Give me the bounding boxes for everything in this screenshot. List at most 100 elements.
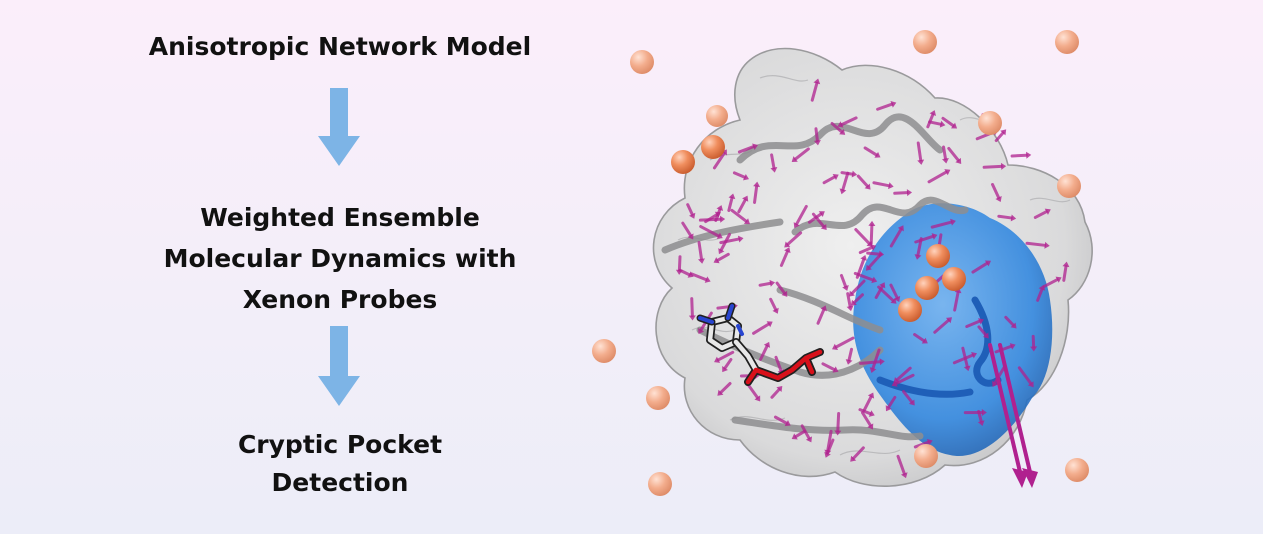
mode-vector (752, 322, 770, 335)
mode-vector-head (1062, 261, 1070, 268)
mode-vector-head (784, 241, 791, 248)
mode-vector-head (721, 149, 727, 156)
mode-vector (977, 325, 988, 337)
mode-vector (858, 246, 874, 255)
ribbon-cartoon (661, 113, 969, 441)
mode-vector-head (868, 410, 875, 417)
mode-vector (686, 203, 694, 216)
mode-vector (719, 381, 732, 394)
mode-vector-head (955, 157, 962, 164)
mode-vector (887, 395, 897, 409)
down-arrow-icon (318, 326, 360, 406)
mode-vector (1004, 315, 1015, 327)
mode-vector (913, 333, 926, 343)
mode-vector-head (781, 290, 788, 297)
mode-vector (697, 241, 703, 261)
mode-vector-head (1030, 346, 1038, 352)
mode-vector-head (1055, 276, 1062, 283)
mode-vector-head (698, 327, 705, 334)
mode-vector-head (995, 196, 1002, 203)
xenon-probe-pocket (926, 244, 950, 268)
mode-vector (699, 225, 720, 238)
mode-vector-head (1010, 322, 1017, 329)
mode-vector (941, 116, 955, 128)
mode-vector-head (871, 276, 878, 284)
mode-vector-head (742, 195, 749, 202)
mode-vector (846, 292, 852, 308)
mode-vector-head (766, 321, 773, 328)
mode-vector-head (1044, 241, 1050, 249)
mode-vector (1036, 287, 1044, 302)
xenon-probe (630, 50, 654, 74)
mode-vector-head (784, 247, 791, 254)
mode-vector-head (879, 358, 885, 366)
mode-vector-head (743, 173, 749, 181)
mode-vector (854, 228, 871, 245)
xenon-probe (706, 105, 728, 127)
mode-vector (1042, 278, 1059, 289)
mode-vector (994, 131, 1005, 143)
mode-vector-head (893, 295, 901, 302)
mode-vector-head (718, 248, 725, 255)
mode-vector (770, 153, 776, 170)
mode-vector-head (820, 305, 827, 312)
mode-vector (690, 272, 708, 282)
mode-vector (847, 347, 854, 362)
mode-vector (916, 141, 923, 162)
mode-vector (834, 336, 855, 349)
mode-vector-head (971, 351, 978, 359)
mode-vector-head (842, 284, 849, 291)
mode-vector-head (713, 257, 720, 264)
mode-vector (730, 208, 748, 223)
mode-vector-head (867, 392, 875, 399)
mode-vector-head (845, 359, 853, 365)
mode-vector (876, 102, 894, 111)
mode-vector (952, 353, 974, 365)
mode-vector-head (737, 235, 744, 243)
mode-vector-head (805, 436, 812, 443)
mode-vector-head (1010, 214, 1017, 222)
mode-vector-head (698, 258, 705, 264)
mode-vector (933, 319, 950, 334)
mode-vector (746, 383, 759, 399)
mode-vector-head (1000, 129, 1007, 136)
mode-vector-head (728, 193, 736, 200)
mode-vector (872, 181, 891, 188)
xenon-probe (646, 386, 670, 410)
mode-vector-head (813, 78, 821, 85)
mode-vector (714, 208, 722, 222)
protein-structure-figure (592, 30, 1093, 496)
mode-vector (839, 273, 847, 288)
mode-vector-head (848, 290, 855, 297)
xenon-probe (592, 339, 616, 363)
mode-vector-head (722, 366, 728, 373)
step-weighted-ensemble-label: Weighted Ensemble Molecular Dynamics wit… (163, 203, 517, 314)
mode-vector-head (743, 218, 750, 225)
mode-vector-head (851, 170, 858, 178)
mode-vector (930, 220, 953, 229)
mode-vector-head (824, 451, 831, 458)
mode-vector (795, 204, 808, 226)
mode-vector (681, 221, 693, 237)
mode-vector (853, 271, 875, 282)
down-arrow-icon (318, 88, 360, 166)
mode-vector (965, 319, 981, 328)
mode-vector-head (824, 449, 832, 456)
mode-vector-head (950, 122, 958, 129)
mode-vector (821, 362, 836, 371)
mode-vector-head (917, 159, 925, 165)
mode-vector (902, 390, 914, 404)
mode-vector (716, 350, 735, 362)
mode-vector (840, 116, 858, 126)
mode-vector-head (866, 240, 873, 247)
mode-vector (859, 360, 882, 365)
mode-vector-head (688, 315, 696, 321)
mode-vector-head (791, 433, 798, 440)
mode-vector-head (776, 385, 783, 393)
mode-vector-head (839, 188, 847, 195)
mode-vector-head (874, 151, 881, 158)
mode-vector (893, 191, 909, 195)
xenon-probe (913, 30, 937, 54)
mode-vector (889, 228, 903, 248)
mode-vector-head (869, 367, 877, 373)
